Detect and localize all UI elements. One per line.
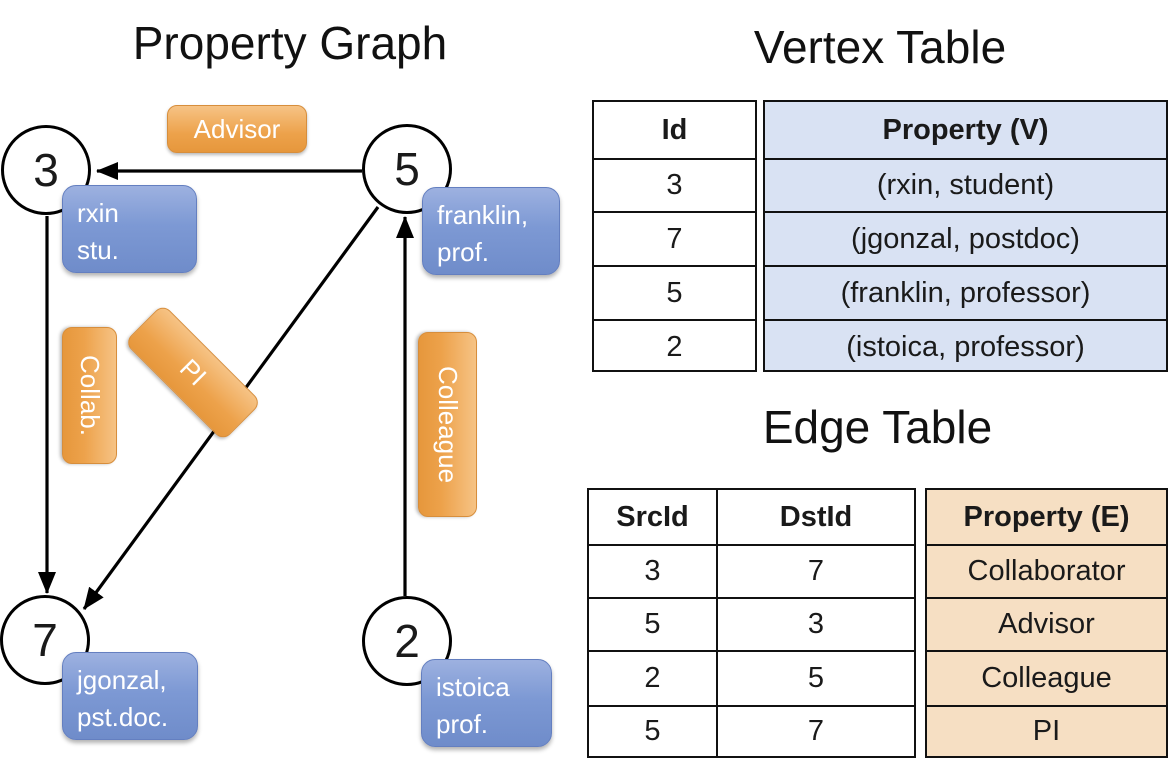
edge-property-cell: Colleague: [927, 650, 1166, 705]
vertex-box-istoica-line2: prof.: [436, 708, 489, 739]
edge-dst-cell: 3: [716, 597, 914, 650]
property-graph-title: Property Graph: [132, 17, 448, 69]
edge-table-row: 2 5: [589, 650, 914, 705]
edge-dst-cell: 7: [716, 705, 914, 756]
vertex-table-id-header: Id: [661, 113, 688, 146]
edge-dst-cell: 7: [716, 544, 914, 597]
edge-label-colleague: Colleague: [418, 332, 477, 517]
vertex-box-rxin: rxin stu.: [62, 185, 197, 273]
vertex-box-jgonzal-line1: jgonzal,: [77, 665, 167, 695]
vertex-id-cell: 7: [594, 211, 755, 265]
edge-src-cell: 2: [589, 650, 716, 705]
vertex-box-jgonzal-line2: pst.doc.: [77, 701, 169, 732]
node-2-id: 2: [394, 615, 420, 667]
vertex-box-rxin-line1: rxin: [77, 198, 119, 228]
node-3-id: 3: [33, 144, 59, 196]
edge-table-title: Edge Table: [762, 401, 993, 453]
vertex-box-franklin-line1: franklin,: [437, 200, 529, 230]
vertex-box-franklin-line2: prof.: [437, 236, 490, 267]
edge-table-row: 5 3: [589, 597, 914, 650]
vertex-id-cell: 2: [594, 319, 755, 373]
edge-src-cell: 3: [589, 544, 716, 597]
edge-table-src-header: SrcId: [616, 500, 689, 533]
vertex-property-cell: (jgonzal, postdoc): [765, 211, 1166, 265]
edge-label-collab: Collab.: [62, 327, 117, 464]
vertex-box-istoica-line1: istoica: [436, 672, 510, 702]
graph-node-3: 3: [1, 125, 91, 215]
vertex-box-istoica: istoica prof.: [421, 659, 552, 747]
vertex-id-cell: 3: [594, 158, 755, 211]
edge-dst-cell: 5: [716, 650, 914, 705]
edge-table-dst-header: DstId: [716, 490, 914, 544]
vertex-property-cell: (rxin, student): [765, 158, 1166, 211]
edge-property-cell: Advisor: [927, 597, 1166, 650]
node-7-id: 7: [32, 614, 58, 666]
vertex-box-jgonzal: jgonzal, pst.doc.: [62, 652, 198, 740]
vertex-id-cell: 5: [594, 265, 755, 319]
vertex-table-id-column: Id 3 7 5 2: [592, 100, 757, 372]
edge-table-row: 3 7: [589, 544, 914, 597]
edge-src-cell: 5: [589, 597, 716, 650]
vertex-box-rxin-line2: stu.: [77, 234, 119, 265]
vertex-table-title: Vertex Table: [753, 21, 1007, 73]
vertex-property-cell: (franklin, professor): [765, 265, 1166, 319]
vertex-table-property-header: Property (V): [882, 113, 1049, 146]
vertex-box-franklin: franklin, prof.: [422, 187, 560, 275]
edge-property-cell: PI: [927, 705, 1166, 756]
edge-table-property-header: Property (E): [963, 500, 1130, 533]
edge-table-property-column: Property (E) Collaborator Advisor Collea…: [925, 488, 1168, 758]
edge-property-cell: Collaborator: [927, 544, 1166, 597]
edge-table-header-row: SrcId DstId: [589, 490, 914, 544]
edge-label-pi: PI: [124, 303, 262, 442]
vertex-table-property-column: Property (V) (rxin, student) (jgonzal, p…: [763, 100, 1168, 372]
graph-node-5: 5: [362, 124, 452, 214]
edge-label-advisor: Advisor: [167, 105, 307, 153]
edge-table-id-columns: SrcId DstId 3 7 5 3 2 5 5 7: [587, 488, 916, 758]
edge-src-cell: 5: [589, 705, 716, 756]
node-5-id: 5: [394, 143, 420, 195]
edge-table-row: 5 7: [589, 705, 914, 756]
vertex-property-cell: (istoica, professor): [765, 319, 1166, 373]
